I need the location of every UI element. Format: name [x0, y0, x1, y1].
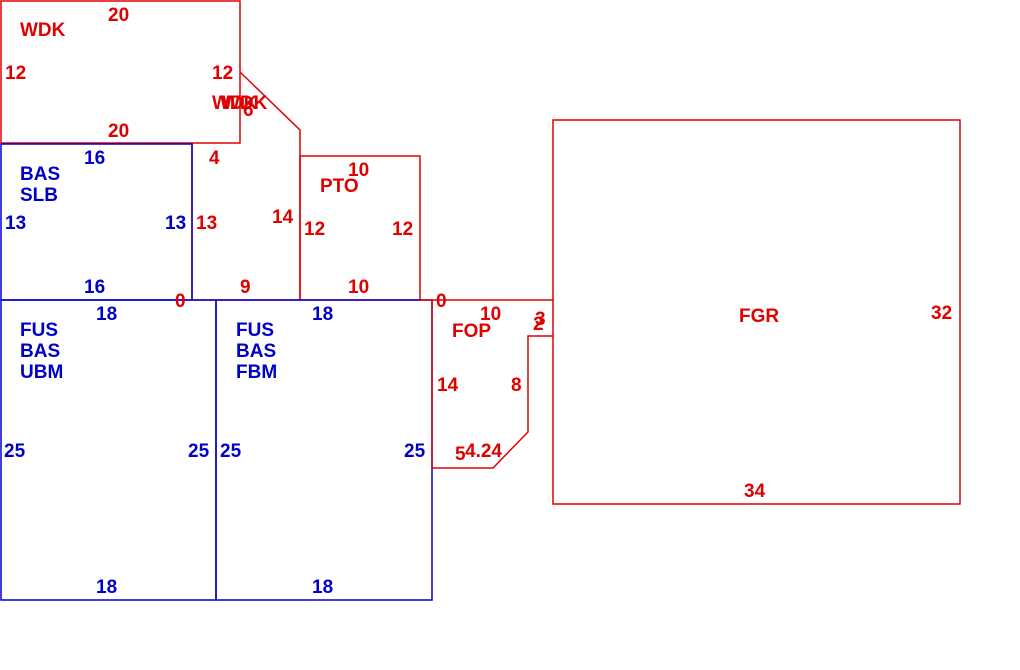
wdk-small-dim-right: 14	[272, 207, 294, 228]
bas-slb-dim-left: 13	[5, 213, 26, 234]
ubm-dim-top: 18	[96, 304, 117, 325]
pto-dim-right: 12	[392, 219, 413, 240]
wdk-top-dim-bottom: 20	[108, 121, 129, 142]
fop-shape	[431, 300, 553, 469]
wdk-top-dim-top: 20	[108, 5, 129, 26]
wdk-small-label-echo: WDK	[222, 93, 268, 114]
wdk-small-dim-bottom: 9	[240, 277, 251, 298]
bas-slb-dim-bottom: 16	[84, 277, 105, 298]
ubm-label-3: UBM	[20, 362, 63, 383]
ubm-dim-bottom: 18	[96, 577, 117, 598]
fop-dim-top: 10	[480, 304, 501, 325]
pto-dim-top: 10	[348, 160, 369, 181]
wdk-top-dim-left: 12	[5, 63, 26, 84]
bas-slb-dim-right: 13	[165, 213, 186, 234]
fgr-dim-bottom: 34	[744, 481, 766, 502]
fop-dim-step-b: 2	[533, 314, 544, 335]
fgr-outline	[552, 119, 961, 505]
wdk-small-label: WDK	[212, 93, 258, 114]
zero-marker-right: 0	[436, 291, 447, 312]
fop-dim-diagonal: 4.24	[465, 441, 502, 462]
wdk-top-dim-right: 12	[212, 63, 233, 84]
ubm-label-2: BAS	[20, 341, 60, 362]
fop-label: FOP	[452, 321, 491, 342]
bas-slb-label-2: SLB	[20, 185, 58, 206]
wdk-small-dim-overlap: 6	[243, 100, 254, 121]
fbm-label-1: FUS	[236, 320, 274, 341]
wdk-small-dim-left: 4	[209, 148, 220, 169]
fop-dim-left: 14	[437, 375, 459, 396]
pto-dim-bottom: 10	[348, 277, 369, 298]
ubm-label-1: FUS	[20, 320, 58, 341]
fop-dim-bottom: 5	[455, 444, 466, 465]
fop-dim-right: 8	[511, 375, 522, 396]
wdk-top-label: WDK	[20, 20, 66, 41]
fgr-dim-right: 32	[931, 303, 952, 324]
pto-dim-left: 12	[304, 219, 325, 240]
bas-slb-label-1: BAS	[20, 164, 60, 185]
ubm-dim-right: 25	[188, 441, 210, 462]
pto-label: PTO	[320, 176, 359, 197]
fbm-dim-left: 25	[220, 441, 242, 462]
fgr-label: FGR	[739, 306, 779, 327]
fbm-label-3: FBM	[236, 362, 277, 383]
fop-dim-step-a: 3	[535, 309, 546, 330]
fbm-label-2: BAS	[236, 341, 276, 362]
wdk-mid-dim-left: 13	[196, 213, 217, 234]
fbm-dim-bottom: 18	[312, 577, 333, 598]
fbm-dim-top: 18	[312, 304, 333, 325]
ubm-dim-left: 25	[4, 441, 26, 462]
fbm-dim-right: 25	[404, 441, 426, 462]
bas-slb-dim-top: 16	[84, 148, 105, 169]
zero-marker-left: 0	[175, 291, 186, 312]
